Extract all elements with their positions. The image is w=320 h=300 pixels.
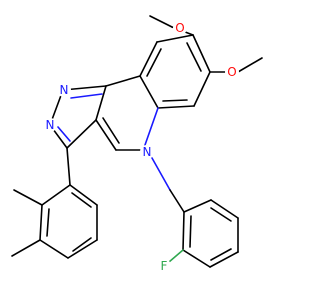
pyrazole-ring	[49, 85, 107, 149]
bond	[162, 99, 188, 102]
bond-methyl-o1	[149, 15, 173, 28]
atom-label: F	[161, 259, 168, 273]
methoxy-group-right	[209, 57, 263, 73]
bond	[139, 75, 159, 109]
pyridine-ring	[95, 75, 159, 151]
atom-f: F	[157, 259, 171, 273]
bond	[139, 41, 158, 77]
bond-n-ch2	[151, 157, 171, 191]
bond	[105, 75, 141, 87]
bond	[95, 85, 107, 121]
bond	[41, 184, 71, 206]
bond-c-f	[168, 249, 184, 263]
bond	[95, 119, 117, 151]
dimethylphenyl-ring	[11, 147, 98, 259]
bond	[66, 147, 71, 186]
atom-label: O	[227, 65, 236, 79]
bond	[182, 249, 211, 268]
methyl-bond-1	[13, 189, 43, 206]
bond	[210, 199, 239, 219]
atom-n-pyrazole-1: N	[57, 83, 71, 97]
bond	[72, 237, 92, 252]
bond	[69, 184, 98, 206]
atom-n-quinoline: N	[140, 145, 154, 159]
bond	[57, 126, 71, 142]
bond	[183, 199, 212, 213]
atom-o-right: O	[225, 65, 239, 79]
bond	[182, 211, 185, 251]
bond	[193, 71, 211, 107]
bond	[70, 93, 103, 99]
bond	[210, 207, 232, 222]
bond	[39, 204, 43, 241]
bond	[146, 48, 162, 77]
atom-label: N	[46, 118, 55, 132]
bond-ch2-ring	[169, 189, 185, 213]
bond	[186, 42, 202, 72]
bond	[66, 119, 97, 149]
bond	[156, 34, 194, 43]
bond	[46, 208, 50, 237]
bond-o2-methyl	[237, 57, 263, 73]
benzo-ring	[139, 34, 211, 109]
bond	[157, 105, 195, 109]
bond	[71, 192, 92, 208]
structure-drawing: O O N N N F	[11, 15, 263, 273]
fluorobenzyl-group	[151, 157, 239, 268]
atom-o-top: O	[173, 21, 187, 35]
molecule-diagram: O O N N N F	[11, 15, 263, 273]
atom-n-pyrazole-2: N	[43, 118, 57, 132]
atom-label: N	[60, 83, 69, 97]
bond	[192, 34, 211, 73]
atom-label: N	[143, 145, 152, 159]
bond	[67, 239, 98, 259]
bond	[144, 107, 159, 146]
methyl-bond-2	[11, 239, 41, 257]
atom-label: O	[175, 21, 184, 35]
bond	[102, 117, 120, 144]
bond	[210, 248, 232, 261]
bond	[209, 251, 239, 268]
bond	[39, 239, 69, 259]
bond	[189, 215, 192, 248]
methoxy-group-top	[149, 15, 194, 36]
